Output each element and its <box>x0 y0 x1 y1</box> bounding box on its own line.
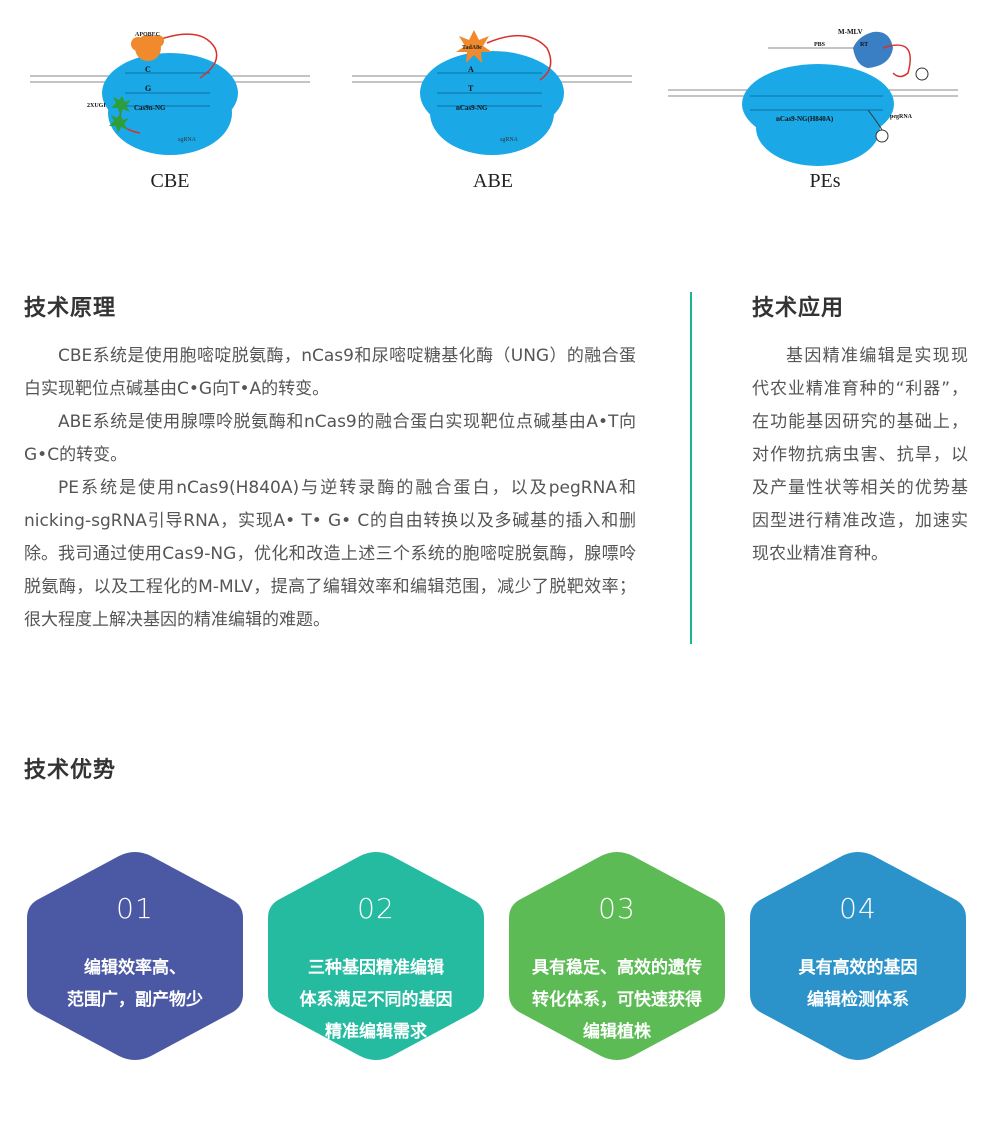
principle-paragraph-cbe: CBE系统是使用胞嘧啶脱氨酶，nCas9和尿嘧啶糖基化酶（UNG）的融合蛋白实现… <box>24 346 636 399</box>
advantage-text-line: 精准编辑需求 <box>325 1022 427 1042</box>
advantage-text-line: 具有高效的基因 <box>798 958 918 978</box>
hexagon-shape <box>27 852 243 1060</box>
cbe-diagram: APOBEC C G Cas9n-NG 2XUGI sgRNA <box>30 18 310 168</box>
cbe-top-base: C <box>145 65 151 74</box>
abe-caption: ABE <box>473 170 513 192</box>
advantage-text-line: 范围广，副产物少 <box>67 990 203 1010</box>
advantage-number: 03 <box>598 892 636 925</box>
advantage-text-line: 三种基因精准编辑 <box>308 958 444 978</box>
editor-diagrams: APOBEC C G Cas9n-NG 2XUGI sgRNA CBE TadA… <box>0 0 1000 200</box>
advantages-title: 技术优势 <box>24 758 117 783</box>
cbe-guide-label: sgRNA <box>178 137 197 143</box>
cbe-enzyme-label: APOBEC <box>135 32 160 38</box>
advantage-text-line: 具有稳定、高效的遗传 <box>532 958 702 978</box>
advantage-number: 01 <box>116 892 154 925</box>
application-paragraph: 基因精准编辑是实现现代农业精准育种的“利器”，在功能基因研究的基础上，对作物抗病… <box>752 346 968 564</box>
abe-protein-label: nCas9-NG <box>456 104 488 112</box>
advantage-text-line: 编辑检测体系 <box>807 990 909 1010</box>
advantage-text-line: 体系满足不同的基因 <box>299 990 453 1010</box>
abe-illustration: TadA8e A T nCas9-NG sgRNA <box>352 30 632 155</box>
cbe-protein-label: Cas9n-NG <box>134 104 166 112</box>
hexagon-shape <box>750 852 966 1060</box>
pes-illustration: M-MLV PBS RT nCas9-NG(H840A) pegRNA <box>668 28 958 166</box>
abe-guide-label: sgRNA <box>500 137 519 143</box>
pes-rt-label: RT <box>860 42 868 48</box>
advantage-text-line: 编辑效率高、 <box>84 958 186 978</box>
advantage-text-line: 转化体系，可快速获得 <box>532 990 702 1010</box>
abe-bottom-base: T <box>468 84 474 93</box>
advantage-number: 02 <box>357 892 395 925</box>
cbe-illustration: APOBEC C G Cas9n-NG 2XUGI sgRNA <box>30 32 310 155</box>
advantage-card: 01 编辑效率高、 范围广，副产物少 <box>23 850 247 1062</box>
hexagon-shape <box>268 852 484 1060</box>
pes-protein-label: nCas9-NG(H840A) <box>776 115 834 123</box>
principle-paragraph-summary: 我司通过使用Cas9-NG，优化和改造上述三个系统的胞嘧啶脱氨酶，腺嘌呤脱氨酶，… <box>24 544 636 630</box>
abe-top-base: A <box>468 65 474 74</box>
pes-diagram: M-MLV PBS RT nCas9-NG(H840A) pegRNA <box>668 18 958 168</box>
principle-paragraph-abe: ABE系统是使用腺嘌呤脱氨酶和nCas9的融合蛋白实现靶位点碱基由A•T向G•C… <box>24 412 636 465</box>
abe-diagram: TadA8e A T nCas9-NG sgRNA <box>352 18 632 168</box>
advantage-card: 04 具有高效的基因 编辑检测体系 <box>746 850 970 1062</box>
advantage-card: 03 具有稳定、高效的遗传 转化体系，可快速获得 编辑植株 <box>505 850 729 1062</box>
advantage-text-line: 编辑植株 <box>583 1022 651 1042</box>
pes-enzyme-label: M-MLV <box>838 28 863 36</box>
pes-caption: PEs <box>809 170 841 192</box>
cbe-inhibitor-label: 2XUGI <box>87 103 106 109</box>
pes-guide-label: pegRNA <box>890 114 913 120</box>
advantage-number: 04 <box>839 892 877 925</box>
application-title: 技术应用 <box>752 296 845 321</box>
cbe-bottom-base: G <box>145 84 151 93</box>
abe-enzyme-label: TadA8e <box>462 45 482 51</box>
section-divider <box>690 292 692 644</box>
cbe-caption: CBE <box>150 170 190 192</box>
principle-paragraph-pe: PE系统是使用nCas9(H840A)与逆转录酶的融合蛋白，以及pegRNA和n… <box>24 478 636 564</box>
pes-pbs-label: PBS <box>814 42 826 48</box>
advantage-card: 02 三种基因精准编辑 体系满足不同的基因 精准编辑需求 <box>264 850 488 1062</box>
hexagon-shape <box>509 852 725 1060</box>
principle-title: 技术原理 <box>24 296 117 321</box>
